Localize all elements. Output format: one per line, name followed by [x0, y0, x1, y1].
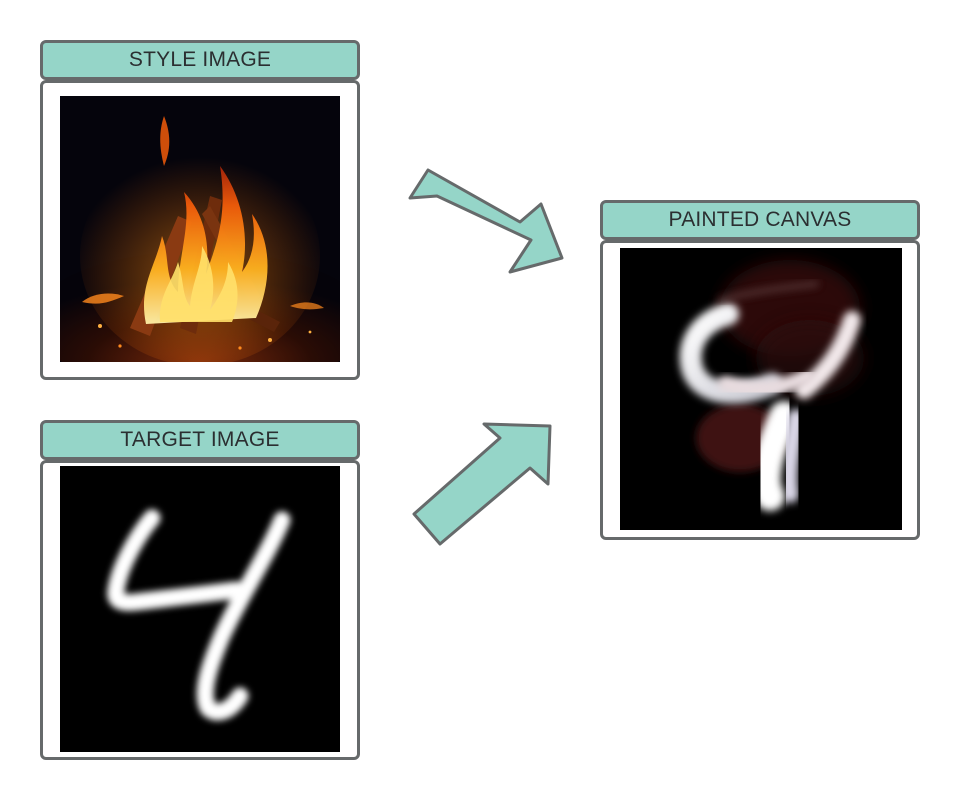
style-image-header: STYLE IMAGE — [40, 40, 360, 80]
painted-canvas-header: PAINTED CANVAS — [600, 200, 920, 240]
handwritten-digit-drawing — [60, 466, 340, 752]
arrow-style-to-canvas — [408, 168, 564, 274]
brush-painting-drawing — [620, 248, 902, 530]
painted-canvas-image — [620, 248, 902, 530]
target-image-title: TARGET IMAGE — [120, 428, 280, 451]
painted-canvas-title: PAINTED CANVAS — [668, 208, 852, 231]
campfire-drawing — [60, 96, 340, 362]
digit-image — [60, 466, 340, 752]
arrow-target-to-canvas — [412, 422, 552, 546]
target-image-header: TARGET IMAGE — [40, 420, 360, 460]
campfire-image — [60, 96, 340, 362]
right-up-arrow-icon — [412, 422, 552, 546]
style-image-title: STYLE IMAGE — [128, 48, 272, 71]
right-down-arrow-icon — [408, 168, 564, 274]
